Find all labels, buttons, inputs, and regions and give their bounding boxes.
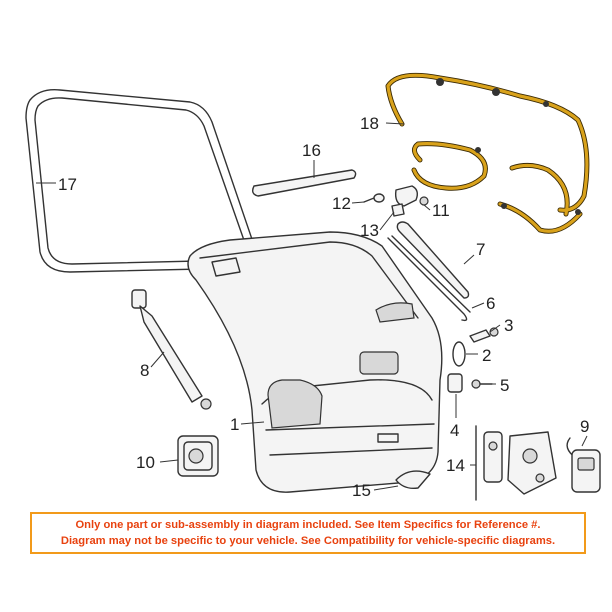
gas-strut [131,289,212,410]
callout-2: 2 [482,346,491,365]
callout-5: 5 [500,376,509,395]
callout-11: 11 [432,201,450,220]
clip-13 [391,203,405,217]
callout-4: 4 [450,421,459,440]
callout-15: 15 [352,481,371,500]
liftgate [187,231,443,493]
hinge-bracket [394,185,429,207]
bumper-stop [447,373,463,393]
leader-lines [36,122,588,491]
disclaimer-line-2: Diagram may not be specific to your vehi… [60,535,556,547]
trim-strip [396,221,470,299]
camera-module [177,435,219,477]
disclaimer-line-1: Only one part or sub-assembly in diagram… [75,519,541,531]
callout-12: 12 [332,194,351,213]
callout-labels: 17 18 16 12 11 13 7 6 3 2 5 4 9 8 1 10 1… [58,114,589,500]
callout-3: 3 [504,316,513,335]
callout-18: 18 [360,114,379,133]
bolt-12 [363,193,385,203]
callout-10: 10 [136,453,155,472]
seal-grommet [452,341,466,367]
liftgate-handle [395,470,431,490]
screw-5 [471,379,493,389]
callout-17: 17 [58,175,77,194]
callout-1: 1 [230,415,239,434]
callout-6: 6 [486,294,495,313]
callout-13: 13 [360,221,379,240]
guide-rail [387,235,471,322]
wiring-harness [385,72,590,234]
spoiler-strip [251,169,357,197]
disclaimer-box: Only one part or sub-assembly in diagram… [30,512,586,554]
liftgate-switch [566,437,601,493]
latch-assembly [475,425,557,501]
fastener-3 [469,327,499,343]
callout-9: 9 [580,417,589,436]
callout-16: 16 [302,141,321,160]
callout-7: 7 [476,240,485,259]
callout-8: 8 [140,361,149,380]
callout-14: 14 [446,456,465,475]
